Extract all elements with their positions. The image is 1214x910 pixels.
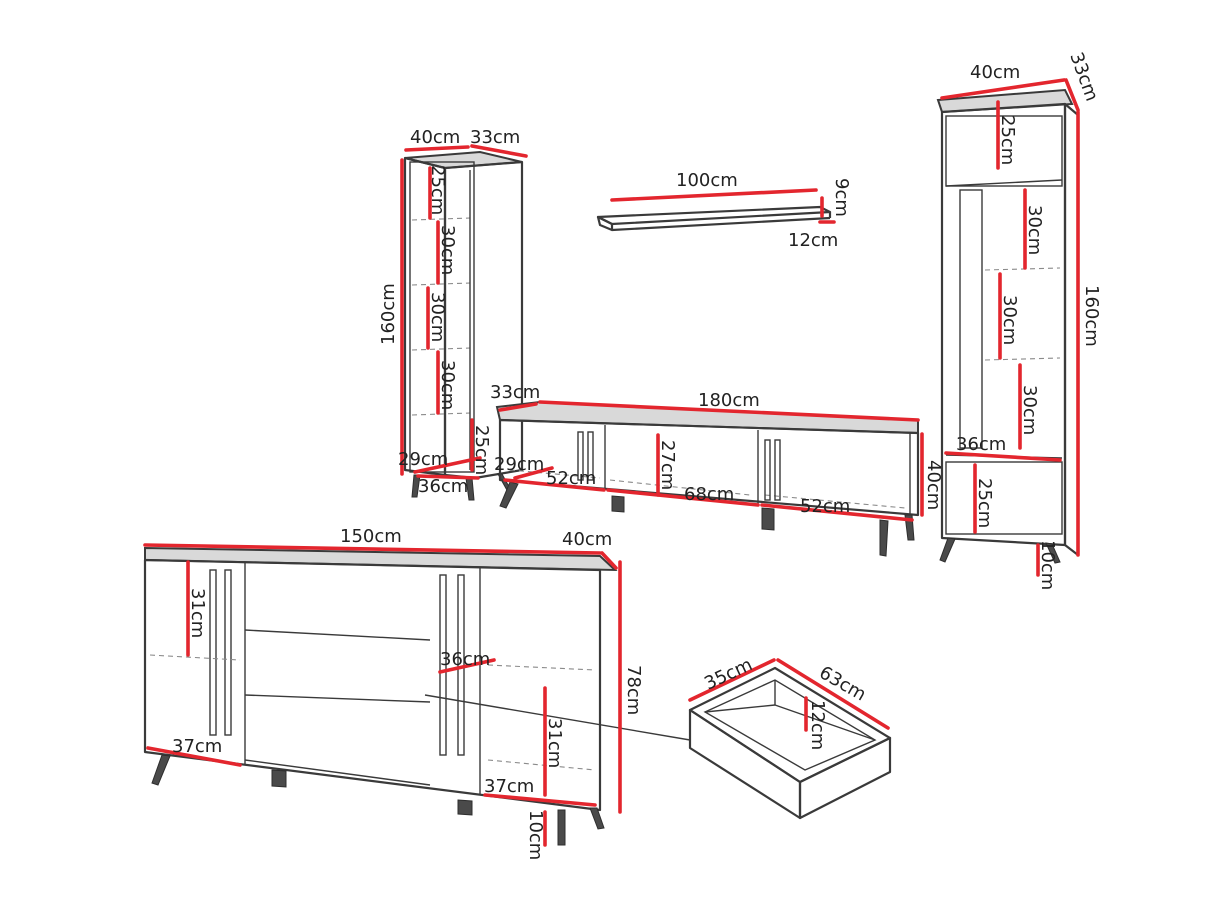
- label-tv-left-compartment: 52cm: [546, 468, 596, 489]
- label-left-cabinet-height: 160cm: [378, 283, 399, 345]
- label-shelf-depth: 12cm: [788, 230, 838, 251]
- label-left-shelf-2: 30cm: [437, 225, 458, 275]
- drawer: [688, 666, 892, 820]
- label-right-bottom: 25cm: [974, 478, 995, 528]
- label-tv-middle-compartment: 68cm: [684, 484, 734, 505]
- label-sideboard-right-shelf: 31cm: [544, 718, 565, 768]
- label-right-cabinet-height: 160cm: [1081, 285, 1102, 347]
- label-tv-height: 40cm: [923, 460, 944, 510]
- dimension-labels: 40cm 33cm 160cm 25cm 30cm 30cm 30cm 25cm…: [172, 50, 1102, 861]
- tall-cabinet-right: [936, 88, 1080, 564]
- label-right-shelf-2: 30cm: [1024, 205, 1045, 255]
- label-sideboard-right-inner-depth: 36cm: [440, 649, 490, 670]
- label-tv-right-compartment: 52cm: [800, 496, 850, 517]
- label-left-shelf-3: 30cm: [427, 292, 448, 342]
- label-right-legs: 10cm: [1037, 540, 1058, 590]
- label-tv-inner-height: 27cm: [657, 440, 678, 490]
- label-right-inner-width: 36cm: [956, 434, 1006, 455]
- label-tv-inner-depth: 29cm: [494, 454, 544, 475]
- label-sideboard-right-inner-width: 37cm: [484, 776, 534, 797]
- label-sideboard-left-shelf: 31cm: [187, 588, 208, 638]
- label-sideboard-height: 78cm: [623, 665, 644, 715]
- label-drawer-height: 12cm: [807, 700, 828, 750]
- label-sideboard-legs: 10cm: [525, 810, 546, 860]
- label-left-cabinet-depth: 33cm: [470, 127, 520, 148]
- dimension-lines: [143, 78, 1080, 847]
- label-shelf-height: 9cm: [831, 178, 852, 217]
- label-right-shelf-4: 30cm: [1019, 385, 1040, 435]
- label-drawer-depth: 35cm: [701, 654, 756, 694]
- label-tv-depth: 33cm: [490, 382, 540, 403]
- label-shelf-width: 100cm: [676, 170, 738, 191]
- label-left-shelf-4: 30cm: [437, 360, 458, 410]
- label-right-cabinet-width: 40cm: [970, 62, 1020, 83]
- label-left-cabinet-width: 40cm: [410, 127, 460, 148]
- label-left-inner-depth: 29cm: [398, 449, 448, 470]
- label-sideboard-depth: 40cm: [562, 529, 612, 550]
- label-left-bottom: 25cm: [471, 425, 492, 475]
- wall-shelf: [596, 205, 832, 232]
- label-left-shelf-1: 25cm: [427, 165, 448, 215]
- label-right-shelf-3: 30cm: [999, 295, 1020, 345]
- label-tv-width: 180cm: [698, 390, 760, 411]
- label-left-inner-width: 36cm: [418, 476, 468, 497]
- sideboard: [143, 546, 691, 846]
- label-sideboard-left-inner-width: 37cm: [172, 736, 222, 757]
- tall-cabinet-left: [403, 150, 524, 501]
- label-right-shelf-1: 25cm: [997, 115, 1018, 165]
- label-sideboard-width: 150cm: [340, 526, 402, 547]
